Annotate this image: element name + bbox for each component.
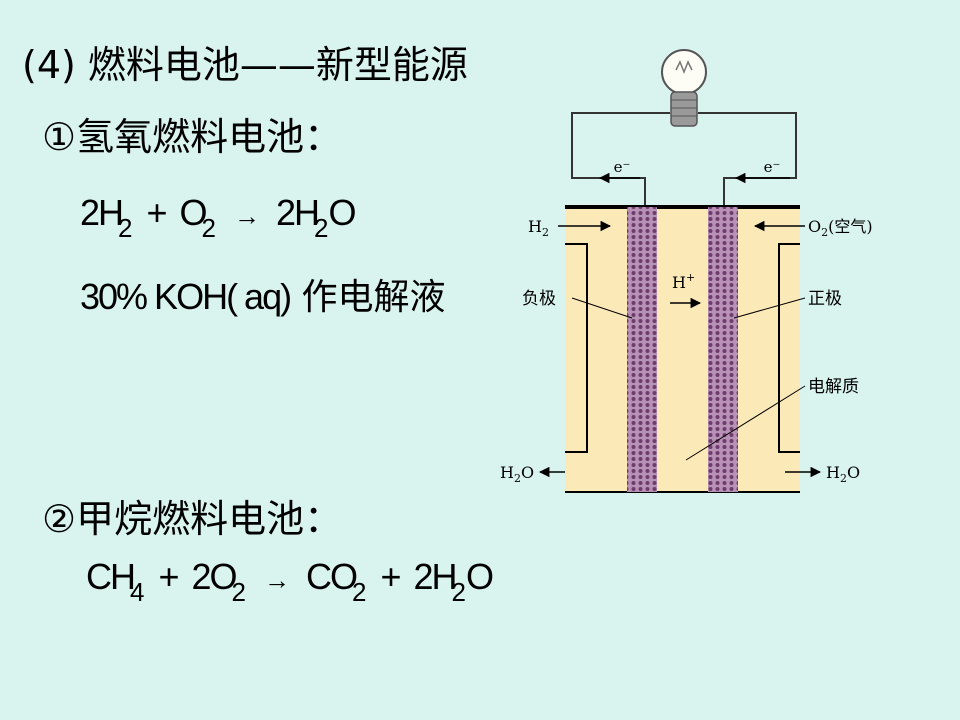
proton-label: H+: [672, 271, 695, 292]
negative-electrode: [627, 207, 657, 492]
positive-electrode-label: 正极: [808, 289, 842, 309]
water-outlet-left-label: H2O: [500, 463, 534, 485]
positive-electrode: [708, 207, 738, 492]
hydrogen-equation: 2H2+O2→2H2O: [80, 192, 357, 243]
electrolyte-leader-line: [685, 385, 806, 461]
negative-leader-line: [571, 297, 633, 319]
cell-chamber: [565, 207, 800, 492]
positive-leader-line: [733, 297, 806, 319]
electrolyte-line: 30% KOH( aq) 作电解液: [80, 276, 446, 318]
electrolyte-label: 电解质: [808, 377, 859, 397]
o2-inlet-label: O2(空气): [808, 217, 873, 239]
external-circuit: [571, 112, 797, 207]
section-heading: (4) 燃料电池——新型能源: [22, 43, 468, 87]
negative-electrode-label: 负极: [522, 289, 556, 309]
electron-label-left: e⁻: [614, 158, 631, 176]
methane-equation: CH4+2O2→CO2+2H2O: [86, 556, 494, 607]
methane-cell-title: ②甲烷燃料电池：: [42, 497, 343, 541]
h2-inlet-label: H2: [528, 217, 549, 239]
hydrogen-cell-title: ①氢氧燃料电池：: [42, 115, 343, 159]
light-bulb-icon: [661, 49, 707, 127]
electron-label-right: e⁻: [764, 158, 781, 176]
cell-walls: [565, 205, 800, 493]
water-outlet-right-label: H2O: [826, 463, 860, 485]
